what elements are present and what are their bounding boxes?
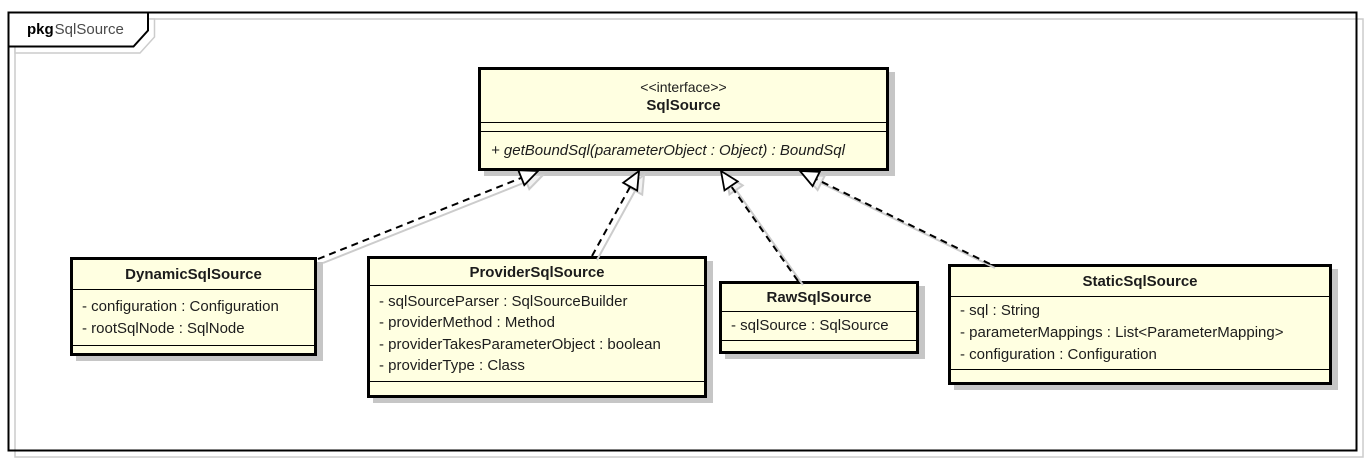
class-operations-compartment-empty [370, 381, 704, 395]
class-attribute: - configuration : Configuration [960, 346, 1157, 363]
interface-title-compartment: <<interface>> SqlSource [481, 70, 886, 123]
hollow-triangle-arrowhead [719, 169, 740, 192]
hollow-triangle-arrowhead [621, 169, 641, 193]
class-attributes-compartment: - sql : String - parameterMappings : Lis… [951, 297, 1329, 369]
interface-name: SqlSource [646, 96, 721, 114]
class-attribute: - sqlSourceParser : SqlSourceBuilder [379, 292, 628, 310]
class-attributes-compartment: - sqlSourceParser : SqlSourceBuilder - p… [370, 286, 704, 381]
package-tab-label: pkgSqlSource [27, 21, 124, 39]
realization-edge-staticsqlsource [815, 178, 991, 265]
realization-edge-rawsqlsource [730, 185, 799, 282]
class-attributes-compartment: - sqlSource : SqlSource [722, 312, 916, 340]
class-attributes-compartment: - configuration : Configuration - rootSq… [73, 290, 314, 345]
class-name: RawSqlSource [722, 284, 916, 312]
realization-edge-providersqlsource [591, 186, 631, 257]
class-box-rawsqlsource: RawSqlSource - sqlSource : SqlSource [719, 281, 919, 354]
interface-operation: + getBoundSql(parameterObject : Object) … [491, 141, 845, 159]
hollow-triangle-arrowhead [798, 170, 822, 188]
realization-edge-dynamicsqlsource [317, 177, 522, 260]
class-attribute: - parameterMappings : List<ParameterMapp… [960, 324, 1284, 341]
class-attribute: - providerMethod : Method [379, 314, 555, 331]
class-operations-compartment-empty [722, 340, 916, 351]
class-attribute: - configuration : Configuration [82, 297, 279, 315]
class-box-providersqlsource: ProviderSqlSource - sqlSourceParser : Sq… [367, 256, 707, 398]
package-keyword: pkg [27, 21, 54, 38]
class-operations-compartment-empty [951, 369, 1329, 382]
class-box-dynamicsqlsource: DynamicSqlSource - configuration : Confi… [70, 257, 317, 356]
interface-box-sqlsource: <<interface>> SqlSource + getBoundSql(pa… [478, 67, 889, 171]
class-operations-compartment-empty [73, 345, 314, 353]
class-attribute: - providerTakesParameterObject : boolean [379, 335, 661, 353]
hollow-triangle-arrowhead [516, 169, 541, 187]
class-attribute: - sqlSource : SqlSource [731, 317, 889, 334]
class-box-staticsqlsource: StaticSqlSource - sql : String - paramet… [948, 264, 1332, 385]
class-attribute: - rootSqlNode : SqlNode [82, 319, 245, 337]
interface-attributes-compartment-empty [481, 123, 886, 132]
class-name: DynamicSqlSource [73, 260, 314, 290]
class-attribute: - sql : String [960, 302, 1041, 319]
class-name: ProviderSqlSource [370, 259, 704, 286]
package-name: SqlSource [54, 21, 124, 38]
class-name: StaticSqlSource [951, 267, 1329, 297]
class-attribute: - providerType : Class [379, 357, 525, 374]
interface-stereotype: <<interface>> [640, 78, 727, 95]
